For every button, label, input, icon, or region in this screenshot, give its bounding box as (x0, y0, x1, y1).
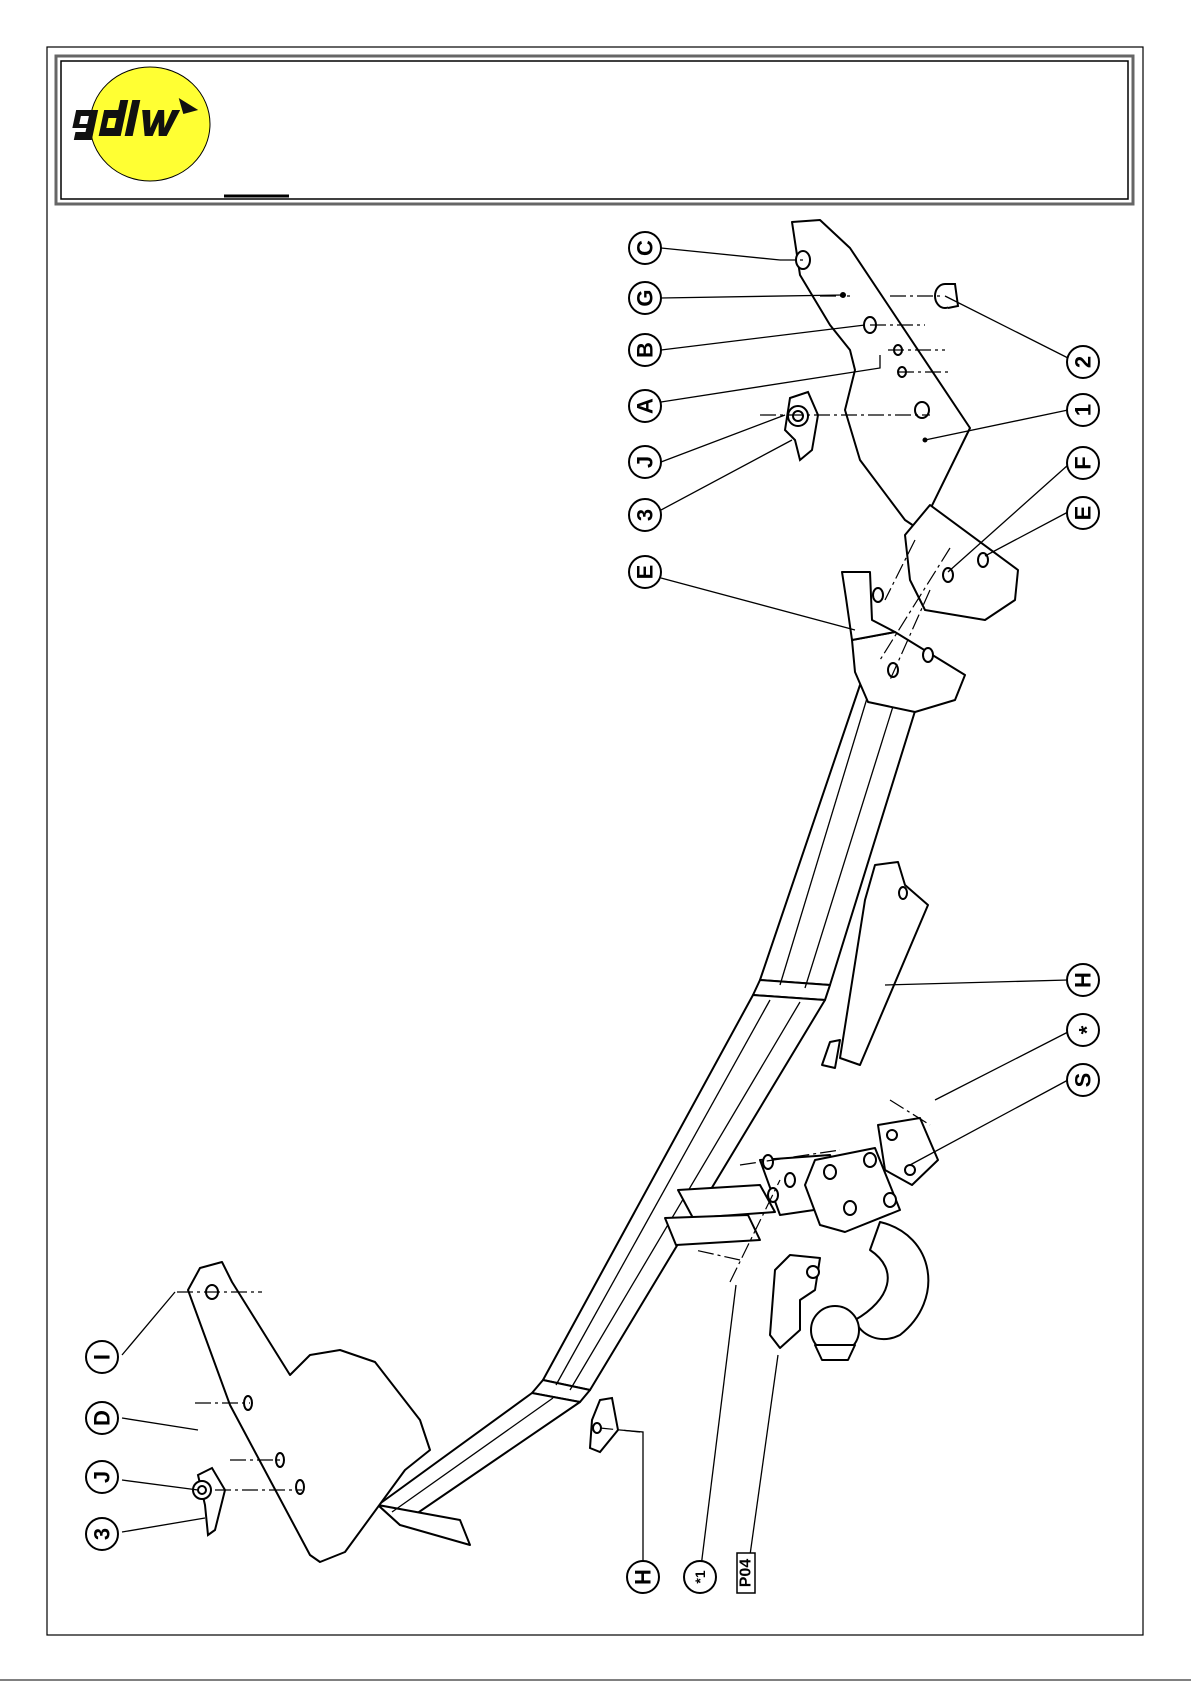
callout-1: 1 (1067, 394, 1099, 426)
towbar-crossmember (378, 685, 920, 1545)
gdw-logo: gdw (70, 67, 210, 201)
callout-3-top: 3 (629, 499, 661, 531)
header-box (56, 56, 1133, 204)
ball-code-box: P04 (737, 1553, 755, 1593)
svg-text:S: S (1071, 1073, 1096, 1088)
mount-tab-lower (590, 1398, 618, 1452)
svg-text:3: 3 (633, 509, 658, 521)
svg-text:F: F (1071, 456, 1096, 469)
svg-text:H: H (1071, 972, 1096, 988)
svg-text:3: 3 (90, 1528, 115, 1540)
svg-text:E: E (633, 565, 658, 580)
callout-H-bottom: H (627, 1561, 659, 1593)
callout-star: * (1067, 1014, 1100, 1046)
callout-S: S (1067, 1064, 1099, 1096)
svg-text:*: * (1075, 1025, 1100, 1034)
clamp-plate-bottom (193, 1468, 225, 1535)
callout-2: 2 (1067, 346, 1099, 378)
svg-text:I: I (90, 1354, 115, 1360)
callout-E-right: E (1067, 497, 1099, 529)
svg-text:J: J (90, 1471, 115, 1483)
svg-text:2: 2 (1071, 356, 1096, 368)
callout-J-bottom: J (86, 1461, 118, 1493)
callout-J-top: J (629, 446, 661, 478)
callout-C: C (629, 232, 661, 264)
callout-star1: *1 (684, 1561, 716, 1593)
svg-text:J: J (633, 456, 658, 468)
callout-I: I (86, 1341, 118, 1373)
callout-H-right: H (1067, 964, 1099, 996)
svg-text:E: E (1071, 506, 1096, 521)
svg-text:*1: *1 (692, 1570, 708, 1583)
svg-text:D: D (90, 1410, 115, 1426)
callout-G: G (629, 282, 661, 314)
callout-F: F (1067, 447, 1099, 479)
callout-B: B (629, 334, 661, 366)
clamp-plate-top (785, 392, 818, 460)
svg-text:G: G (633, 289, 658, 306)
callout-E-mid: E (629, 556, 661, 588)
callout-A: A (629, 390, 661, 422)
svg-text:P04: P04 (738, 1559, 755, 1588)
callout-3-bottom: 3 (86, 1518, 118, 1550)
svg-text:B: B (633, 342, 658, 358)
sheet-border (47, 47, 1143, 1635)
svg-text:H: H (631, 1569, 656, 1585)
svg-text:1: 1 (1071, 404, 1096, 416)
svg-text:C: C (633, 240, 658, 256)
callout-D: D (86, 1402, 118, 1434)
svg-text:A: A (633, 398, 658, 414)
